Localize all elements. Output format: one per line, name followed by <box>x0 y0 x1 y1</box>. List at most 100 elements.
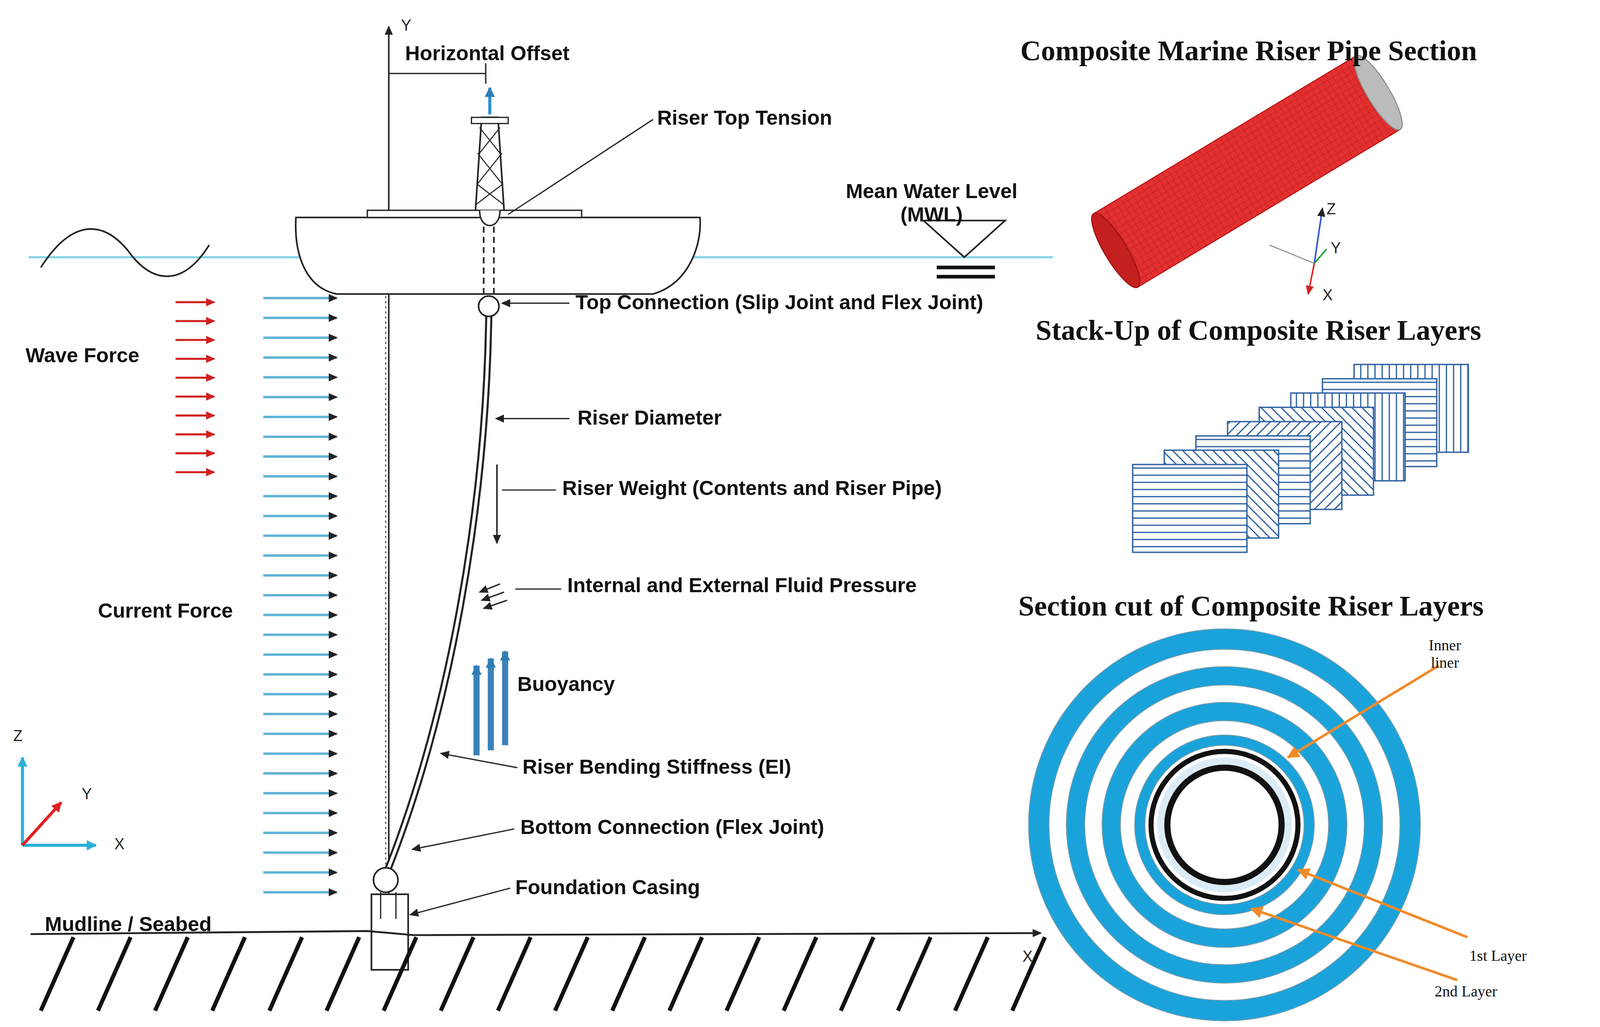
force-label: Current Force <box>97 599 233 623</box>
current-arrow <box>263 455 337 458</box>
callout-label: Internal and External Fluid Pressure <box>567 573 918 597</box>
callout-label: Bottom Connection (Flex Joint) <box>520 815 825 840</box>
hatch-stroke <box>40 937 74 1011</box>
hatch-stroke <box>383 937 417 1011</box>
current-arrow <box>263 435 337 439</box>
current-arrow <box>263 376 337 379</box>
outer-liner-ring <box>1151 751 1298 899</box>
hatch-stroke <box>840 937 874 1011</box>
callout-label: Riser Bending Stiffness (EI) <box>522 755 792 779</box>
hatch-stroke <box>269 937 303 1011</box>
current-arrow <box>263 613 337 617</box>
current-arrow <box>263 871 337 874</box>
callout-label: Mean Water Level (MWL) <box>824 179 1039 227</box>
axis-label: X <box>1322 285 1333 304</box>
current-arrow <box>263 791 337 795</box>
layer-label: 1st Layer <box>1469 947 1527 966</box>
composite-layer <box>1084 685 1365 965</box>
hatch-stroke <box>155 937 188 1011</box>
axis-label: Y <box>400 16 412 35</box>
hatch-stroke <box>1012 937 1045 1011</box>
current-arrow <box>263 475 337 478</box>
composite-layer <box>1144 745 1304 905</box>
callout-label: Riser Top Tension <box>657 106 833 130</box>
section-title: Composite Marine Riser Pipe Section <box>1020 34 1477 68</box>
axis-label: X <box>114 835 125 854</box>
current-arrow <box>263 316 337 320</box>
hatch-stroke <box>897 937 931 1011</box>
current-arrow <box>263 851 337 854</box>
callout-label: Mudline / Seabed <box>44 912 212 936</box>
current-arrow <box>263 693 337 696</box>
hatch-stroke <box>212 937 245 1011</box>
wave-arrow <box>175 471 215 474</box>
current-arrow <box>263 811 337 815</box>
section-title: Stack-Up of Composite Riser Layers <box>1035 314 1482 347</box>
liner-fill <box>1157 757 1293 893</box>
wave-arrow <box>175 338 215 342</box>
dimension-label: Horizontal Offset <box>405 41 570 66</box>
current-arrow <box>263 633 337 637</box>
layer-label: 2nd Layer <box>1434 983 1497 1002</box>
current-arrow <box>263 593 337 597</box>
axis-label: Z <box>13 726 23 745</box>
composite-ply <box>1132 464 1247 553</box>
wave-arrow <box>175 301 215 304</box>
hatch-stroke <box>326 937 360 1011</box>
current-arrow <box>263 831 337 834</box>
current-arrow <box>263 573 337 577</box>
composite-layer <box>1028 628 1421 1021</box>
current-arrow <box>263 395 337 399</box>
current-arrow <box>263 752 337 756</box>
hatch-stroke <box>97 937 131 1011</box>
axis-label: Z <box>1326 200 1336 219</box>
wave-arrow <box>175 433 215 436</box>
hatch-stroke <box>497 937 531 1011</box>
hatch-stroke <box>726 937 760 1011</box>
seabed-hatch <box>40 937 1045 1011</box>
axis-label: X <box>1022 947 1033 966</box>
current-arrow <box>263 415 337 419</box>
current-arrow <box>263 336 337 339</box>
current-arrow <box>263 673 337 676</box>
inner-liner-ring <box>1167 767 1282 883</box>
hatch-stroke <box>955 937 988 1011</box>
current-arrow <box>263 772 337 775</box>
axis-label: Y <box>1330 238 1341 257</box>
current-arrow <box>263 495 337 498</box>
wave-arrow <box>175 319 215 322</box>
section-title: Section cut of Composite Riser Layers <box>1018 590 1484 623</box>
callout-label: Top Connection (Slip Joint and Flex Join… <box>575 290 984 315</box>
composite-layer <box>1048 649 1401 1001</box>
hatch-stroke <box>555 937 588 1011</box>
current-arrow <box>263 296 337 300</box>
layer-label: Inner liner <box>1420 637 1470 673</box>
wave-arrow <box>175 452 215 455</box>
hatch-stroke <box>783 937 817 1011</box>
force-label: Wave Force <box>25 344 140 368</box>
current-arrow <box>263 514 337 518</box>
current-arrow <box>263 890 337 894</box>
axis-label: Y <box>81 785 92 803</box>
composite-layer <box>1102 702 1347 948</box>
composite-layer <box>1066 666 1383 983</box>
wave-arrow <box>175 376 215 379</box>
current-arrow <box>263 534 337 538</box>
current-arrow <box>263 712 337 716</box>
composite-layer <box>1134 735 1315 915</box>
hatch-stroke <box>612 937 645 1011</box>
current-arrow <box>263 554 337 557</box>
wave-arrow <box>175 414 215 417</box>
current-arrow <box>263 653 337 656</box>
callout-label: Foundation Casing <box>515 875 701 900</box>
hatch-stroke <box>669 937 703 1011</box>
callout-label: Riser Diameter <box>577 406 722 430</box>
wave-arrow <box>175 395 215 398</box>
callout-label: Buoyancy <box>517 672 616 697</box>
current-arrow <box>263 356 337 359</box>
wave-arrow <box>175 357 215 360</box>
current-arrow <box>263 732 337 736</box>
callout-label: Riser Weight (Contents and Riser Pipe) <box>562 476 942 501</box>
hatch-stroke <box>440 937 474 1011</box>
